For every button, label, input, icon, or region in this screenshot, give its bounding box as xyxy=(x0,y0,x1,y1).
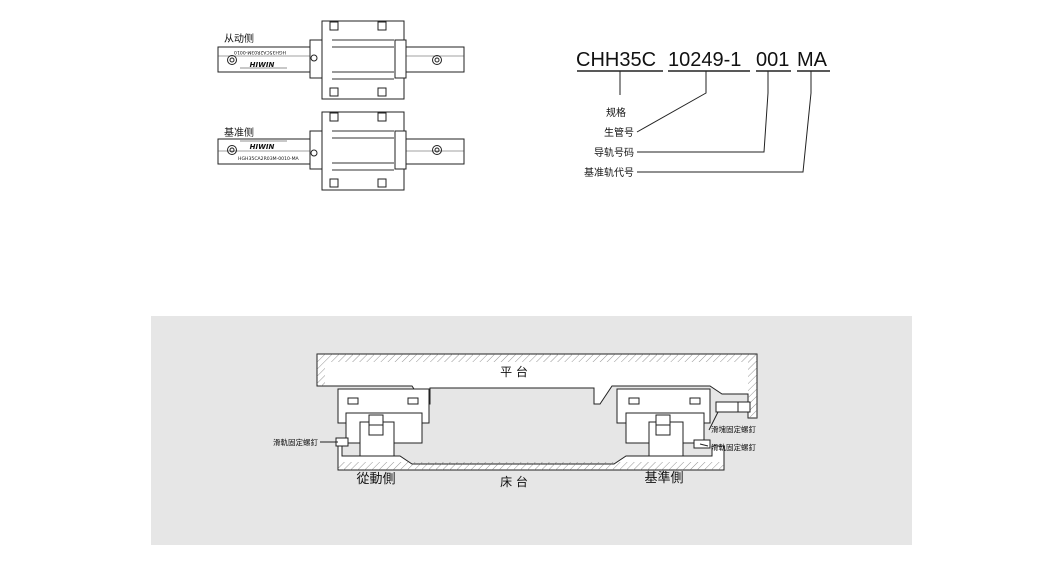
screw-label-left: 滑軌固定螺釘 xyxy=(273,437,318,447)
bed-label: 床 台 xyxy=(500,474,528,489)
leader-line-rail-number xyxy=(637,71,769,153)
leader-line-lot xyxy=(636,71,707,133)
rail-bolt-hole-inner xyxy=(434,57,440,63)
carriage-bolt xyxy=(407,397,419,405)
screw-label-right-bottom: 滑軌固定螺釘 xyxy=(711,442,756,452)
carriage-bolt xyxy=(377,112,387,122)
rail-bolt-hole-inner xyxy=(229,57,235,63)
rail-print-bottom: HGH35CA2R03M-0010-MA xyxy=(238,156,300,162)
carriage-bolt xyxy=(377,87,387,97)
rail-print-top: HGH35CA2R03M-0010 xyxy=(234,49,286,55)
carriage-bolt xyxy=(329,21,339,31)
carriage-block xyxy=(321,111,405,191)
callout-leader xyxy=(699,443,709,447)
leader-line-reference xyxy=(637,71,812,173)
carriage-bolt xyxy=(628,397,640,405)
legend-reference: 基准轨代号 xyxy=(584,166,634,179)
platform-hatch xyxy=(317,354,757,386)
legend-rail-number: 导轨号码 xyxy=(594,146,634,159)
legend-spec: 规格 xyxy=(606,106,626,119)
code-segment-rail-number: 001 xyxy=(756,49,789,71)
code-segment-reference: MA xyxy=(797,49,828,71)
legend-lot: 生管号 xyxy=(604,126,634,139)
brand-logo-text: HIWIN xyxy=(250,61,275,69)
rail-bolt-hole xyxy=(227,145,237,155)
follower-side-caption: 從動側 xyxy=(356,472,395,487)
rail-bolt-hole-inner xyxy=(434,147,440,153)
carriage-bolt xyxy=(689,397,701,405)
rail-bolt-hole xyxy=(432,145,442,155)
carriage-bolt xyxy=(329,112,339,122)
carriage-bolt xyxy=(377,21,387,31)
code-segment-lot: 10249-1 xyxy=(668,49,741,71)
reference-side-label: 基准侧 xyxy=(224,126,254,139)
reference-side-rail-view: 基准侧 HIWIN HGH35CA2R03M-0010-MA xyxy=(217,111,465,191)
carriage-bolt xyxy=(377,178,387,188)
carriage-end-cap xyxy=(309,130,323,170)
callout-leader xyxy=(708,411,719,431)
carriage-block xyxy=(321,20,405,100)
carriage-bolt xyxy=(329,178,339,188)
carriage-bolt xyxy=(347,397,359,405)
part-code-legend: CHH35C 10249-1 001 MA 规格 生管号 导轨号码 基准轨代号 xyxy=(576,49,830,179)
brand-logo-text: HIWIN xyxy=(250,143,275,151)
follower-side-rail-view: 从动侧 HGH35CA2R03M-0010 HIWIN xyxy=(217,20,465,100)
carriage-side-screw xyxy=(715,401,751,413)
rail-bolt-hole xyxy=(432,55,442,65)
follower-side-label: 从动侧 xyxy=(224,32,254,45)
bed-hatch xyxy=(338,462,724,470)
reference-side-carriage xyxy=(616,388,751,457)
grease-nipple xyxy=(310,54,318,62)
reference-side-caption: 基準側 xyxy=(644,470,683,486)
carriage-end-seal xyxy=(394,130,407,170)
rail-bolt-hole-inner xyxy=(229,147,235,153)
follower-side-carriage xyxy=(335,388,430,457)
code-segment-spec: CHH35C xyxy=(576,49,656,71)
carriage-end-seal xyxy=(394,39,407,79)
grease-nipple xyxy=(310,149,318,157)
assembly-cross-section: 平 台 床 台 xyxy=(151,316,912,545)
rail-bolt-hole xyxy=(227,55,237,65)
carriage-bolt xyxy=(329,87,339,97)
assembly-panel xyxy=(151,316,912,545)
platform-label: 平 台 xyxy=(500,364,528,379)
screw-label-right-top: 滑塊固定螺釘 xyxy=(711,424,756,434)
